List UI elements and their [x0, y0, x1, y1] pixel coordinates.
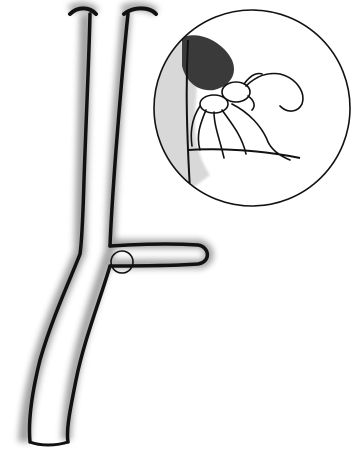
side-chamber-shadow	[112, 244, 209, 264]
tunnel-floor	[30, 442, 68, 445]
insect-leg-3	[222, 110, 246, 154]
insect-antenna-back	[244, 73, 262, 84]
insect-leg-2	[214, 112, 224, 158]
magnified-inset-icon	[150, 10, 350, 220]
insect-thorax	[200, 95, 228, 113]
insect-leg-1	[198, 110, 206, 150]
insect-mandible	[248, 96, 254, 110]
